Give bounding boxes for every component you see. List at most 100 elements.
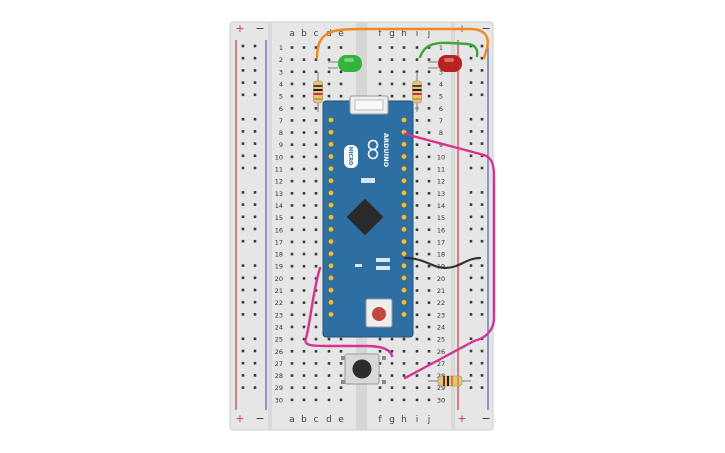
rail-hole bbox=[241, 227, 245, 231]
breadboard-hole bbox=[390, 398, 394, 402]
rail-hole bbox=[253, 117, 257, 121]
breadboard-hole bbox=[314, 167, 318, 171]
breadboard-hole bbox=[302, 94, 306, 98]
breadboard-hole bbox=[290, 349, 294, 353]
column-letter: a bbox=[289, 29, 295, 39]
breadboard-hole bbox=[339, 386, 343, 389]
row-number: 9 bbox=[439, 141, 443, 149]
breadboard-hole bbox=[339, 374, 343, 377]
row-number: 24 bbox=[275, 323, 283, 331]
breadboard-hole bbox=[314, 301, 318, 304]
breadboard-hole bbox=[378, 386, 382, 389]
breadboard-hole bbox=[402, 58, 406, 61]
rail-hole bbox=[469, 264, 473, 267]
breadboard-hole bbox=[302, 216, 306, 219]
rail-hole bbox=[480, 239, 484, 243]
breadboard-hole bbox=[339, 46, 343, 49]
breadboard-hole bbox=[415, 349, 419, 353]
arduino-component bbox=[355, 264, 362, 267]
rail-hole bbox=[253, 349, 257, 353]
rail-hole bbox=[253, 130, 257, 133]
breadboard-hole bbox=[314, 386, 318, 389]
rail-hole bbox=[253, 166, 257, 170]
breadboard-hole bbox=[378, 46, 382, 49]
resistor-band bbox=[451, 376, 453, 386]
row-number: 8 bbox=[279, 129, 283, 137]
arduino-pin bbox=[401, 250, 407, 257]
resistor-band bbox=[313, 89, 323, 91]
rail-hole bbox=[480, 264, 484, 267]
breadboard-hole bbox=[314, 264, 318, 268]
rail-hole bbox=[253, 300, 257, 304]
row-number: 21 bbox=[437, 287, 445, 295]
breadboard-hole bbox=[302, 131, 306, 134]
breadboard-hole bbox=[290, 179, 294, 183]
arduino-pin bbox=[328, 141, 334, 148]
led-body bbox=[438, 55, 462, 72]
breadboard-hole bbox=[302, 106, 306, 110]
arduino-pin bbox=[328, 299, 334, 306]
row-number: 8 bbox=[439, 129, 443, 137]
breadboard-hole bbox=[390, 94, 394, 98]
row-number: 29 bbox=[437, 384, 445, 392]
row-number: 9 bbox=[279, 141, 283, 149]
rail-plus-label: + bbox=[235, 412, 244, 425]
breadboard-hole bbox=[302, 386, 306, 389]
arduino-pin bbox=[328, 177, 334, 184]
rail-hole bbox=[469, 93, 473, 97]
breadboard-hole bbox=[415, 398, 419, 402]
row-number: 25 bbox=[437, 336, 445, 344]
row-number: 6 bbox=[279, 105, 283, 113]
rail-hole bbox=[253, 374, 257, 377]
breadboard-hole bbox=[290, 398, 294, 402]
column-letter: g bbox=[389, 415, 395, 425]
breadboard-hole bbox=[314, 192, 318, 195]
breadboard-hole bbox=[327, 82, 331, 86]
rail-hole bbox=[253, 142, 257, 145]
rail-hole bbox=[469, 239, 473, 243]
breadboard-hole bbox=[378, 82, 382, 86]
rail-plus-label: + bbox=[457, 412, 466, 425]
row-number: 11 bbox=[275, 166, 283, 174]
arduino-pin bbox=[328, 262, 334, 269]
column-letter: e bbox=[338, 415, 344, 425]
row-number: 3 bbox=[439, 68, 443, 76]
rail-hole bbox=[480, 313, 484, 316]
rail-hole bbox=[480, 361, 484, 365]
rail-hole bbox=[253, 361, 257, 365]
rail-hole bbox=[469, 300, 473, 304]
rail-hole bbox=[469, 191, 473, 194]
rail-hole bbox=[469, 69, 473, 72]
breadboard-hole bbox=[302, 155, 306, 159]
row-number: 1 bbox=[439, 44, 443, 52]
breadboard-hole bbox=[378, 349, 382, 353]
breadboard-hole bbox=[415, 386, 419, 389]
arduino-pin bbox=[401, 177, 407, 184]
rail-hole bbox=[480, 142, 484, 145]
rail-hole bbox=[480, 203, 484, 206]
rail-minus-label: − bbox=[255, 22, 264, 35]
rail-hole bbox=[469, 81, 473, 84]
breadboard-hole bbox=[290, 325, 294, 329]
row-number: 15 bbox=[275, 214, 283, 222]
rail-hole bbox=[241, 374, 245, 377]
row-number: 1 bbox=[279, 44, 283, 52]
row-number: 22 bbox=[437, 299, 445, 307]
column-letter: g bbox=[389, 29, 395, 39]
breadboard-hole bbox=[327, 386, 331, 389]
column-letter: f bbox=[378, 29, 382, 39]
breadboard-hole bbox=[314, 240, 318, 244]
row-number: 14 bbox=[275, 202, 283, 210]
breadboard-hole bbox=[427, 58, 431, 61]
rail-hole bbox=[469, 349, 473, 353]
led-highlight bbox=[444, 58, 454, 62]
arduino-pin bbox=[401, 202, 407, 208]
rail-hole bbox=[241, 142, 245, 145]
breadboard-hole bbox=[314, 143, 318, 146]
row-number: 13 bbox=[437, 190, 445, 198]
rail-hole bbox=[469, 215, 473, 219]
breadboard-hole bbox=[427, 94, 431, 98]
rail-hole bbox=[241, 349, 245, 353]
breadboard-hole bbox=[415, 374, 419, 377]
